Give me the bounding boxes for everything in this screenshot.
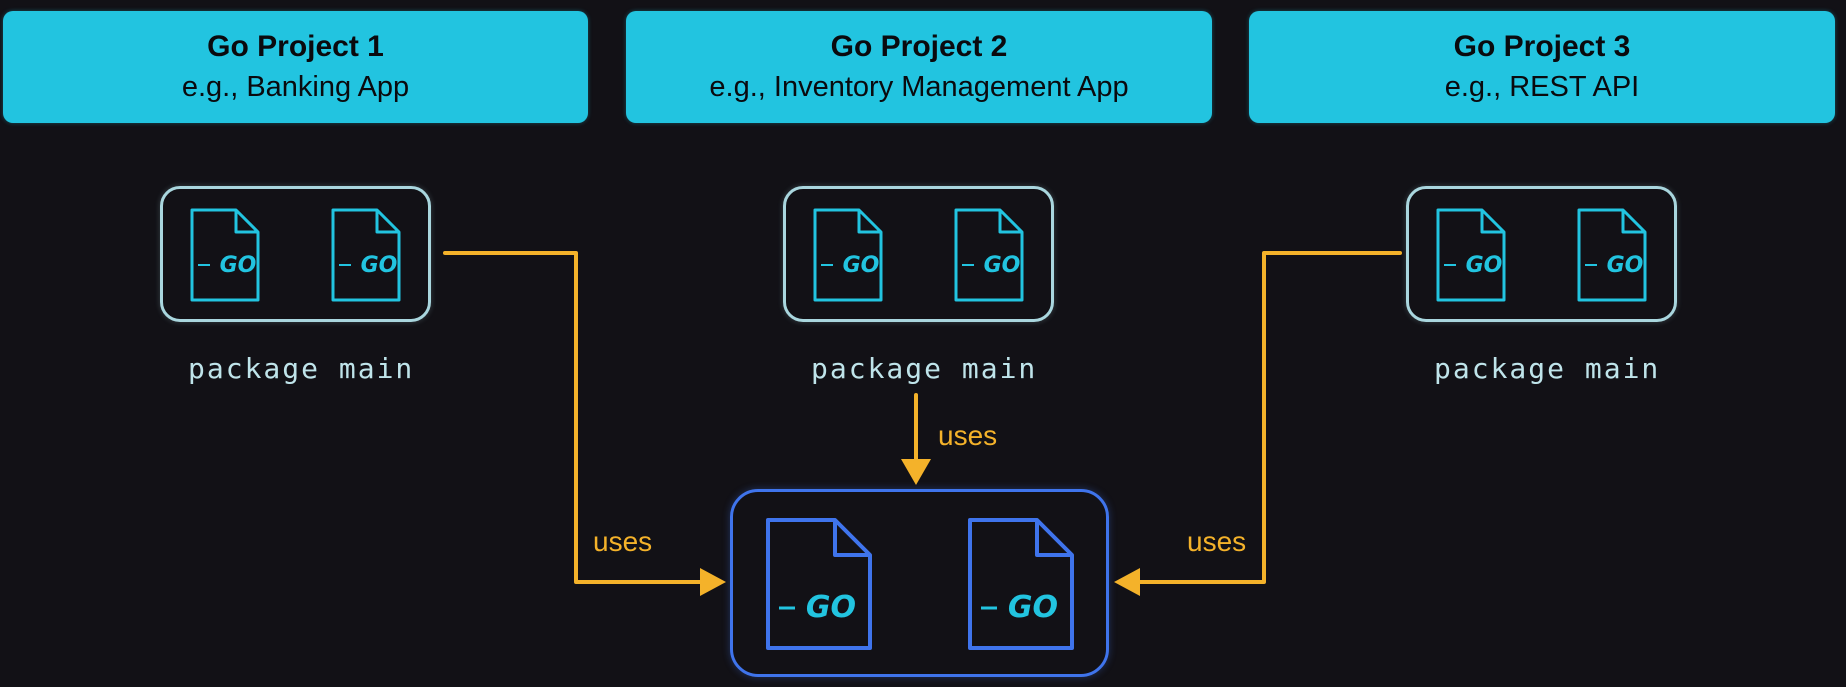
project-subtitle-1: e.g., Banking App <box>181 71 410 103</box>
svg-text:GO: GO <box>1008 590 1058 625</box>
uses-label-3: uses <box>1187 526 1247 557</box>
project-subtitle-3: e.g., REST API <box>1444 71 1640 103</box>
project-title-1: Go Project 1 <box>207 30 384 63</box>
package-main-box-2 <box>783 186 1054 322</box>
arrowhead-right <box>1114 568 1140 596</box>
connector-project-1 <box>443 251 702 584</box>
go-file-icon: GO <box>1577 208 1647 302</box>
go-file-icon: GO <box>190 208 260 302</box>
arrowhead-top <box>901 459 931 485</box>
package-main-box-1 <box>160 186 431 322</box>
uses-label-1: uses <box>593 526 653 557</box>
arrowhead-left <box>700 568 726 596</box>
project-header-2: Go Project 2 e.g., Inventory Management … <box>626 11 1212 123</box>
go-file-icon: GO <box>954 208 1024 302</box>
package-label-2: package main <box>811 352 1038 385</box>
go-file-icon: GO <box>1436 208 1506 302</box>
project-subtitle-2: e.g., Inventory Management App <box>709 71 1129 103</box>
svg-text:GO: GO <box>220 253 257 278</box>
project-header-1: Go Project 1 e.g., Banking App <box>3 11 588 123</box>
svg-text:GO: GO <box>1466 253 1503 278</box>
uses-label-2: uses <box>938 420 998 451</box>
package-label-3: package main <box>1434 352 1661 385</box>
svg-text:GO: GO <box>984 253 1021 278</box>
project-title-3: Go Project 3 <box>1453 30 1631 63</box>
project-header-3: Go Project 3 e.g., REST API <box>1249 11 1835 123</box>
package-label-1: package main <box>188 352 415 385</box>
go-file-icon: GO <box>813 208 883 302</box>
svg-text:GO: GO <box>843 253 880 278</box>
svg-text:GO: GO <box>1607 253 1644 278</box>
project-title-2: Go Project 2 <box>830 30 1008 63</box>
svg-text:GO: GO <box>361 253 398 278</box>
shared-package-box <box>730 489 1109 677</box>
go-file-icon: GO <box>766 518 872 650</box>
svg-text:GO: GO <box>806 590 856 625</box>
connector-project-3 <box>1138 251 1402 584</box>
package-main-box-3 <box>1406 186 1677 322</box>
go-file-icon: GO <box>968 518 1074 650</box>
go-file-icon: GO <box>331 208 401 302</box>
